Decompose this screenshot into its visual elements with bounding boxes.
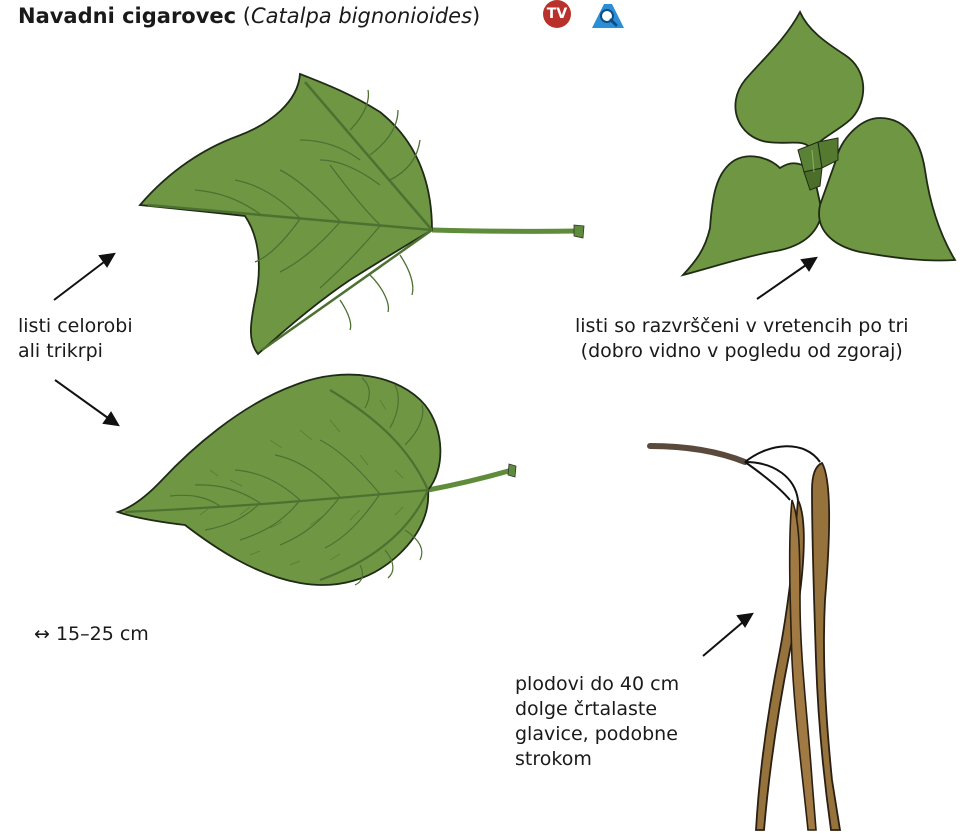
arrow-leaves-down xyxy=(55,380,108,418)
fruits-label-line-2: dolge črtalaste xyxy=(515,697,679,722)
whorl-label: listi so razvrščeni v vretencih po tri (… xyxy=(575,314,909,364)
whorl-leaf-right xyxy=(819,118,955,261)
leaf-2-petiole xyxy=(428,470,512,490)
arrow-whorl-head xyxy=(802,258,816,270)
arrow-fruits xyxy=(703,622,743,656)
whorl-leaf-top xyxy=(735,12,863,150)
fruits-label-line-3: glavice, podobne xyxy=(515,722,679,747)
branch xyxy=(650,446,745,462)
three-lobed-leaf xyxy=(140,74,584,354)
arrow-leaves-up xyxy=(54,262,104,300)
branch-with-pods xyxy=(650,446,840,830)
leaf-1-petiole xyxy=(432,230,578,231)
entire-leaf xyxy=(118,375,516,585)
leaf-2-blade xyxy=(118,375,440,585)
leaf-2-petiole-tip xyxy=(508,464,516,477)
leaves-label-line-2: ali trikrpi xyxy=(18,339,133,364)
arrow-whorl xyxy=(757,265,806,299)
leaves-label-line-1: listi celorobi xyxy=(18,314,133,339)
whorl-label-line-2: (dobro vidno v pogledu od zgoraj) xyxy=(575,339,909,364)
fruits-label-line-1: plodovi do 40 cm xyxy=(515,672,679,697)
pod-2 xyxy=(812,463,840,830)
whorl-leaf-left xyxy=(683,156,822,275)
leaf-whorl-top-view xyxy=(683,12,955,275)
whorl-label-line-1: listi so razvrščeni v vretencih po tri xyxy=(575,314,909,339)
pod-stalks xyxy=(745,446,820,500)
fruits-label-line-4: strokom xyxy=(515,747,679,772)
fruits-label: plodovi do 40 cm dolge črtalaste glavice… xyxy=(515,672,679,772)
size-label: ↔ 15–25 cm xyxy=(34,622,149,647)
leaves-label: listi celorobi ali trikrpi xyxy=(18,314,133,364)
leaf-1-petiole-tip xyxy=(574,225,584,238)
arrow-leaves-down-head xyxy=(104,413,118,425)
